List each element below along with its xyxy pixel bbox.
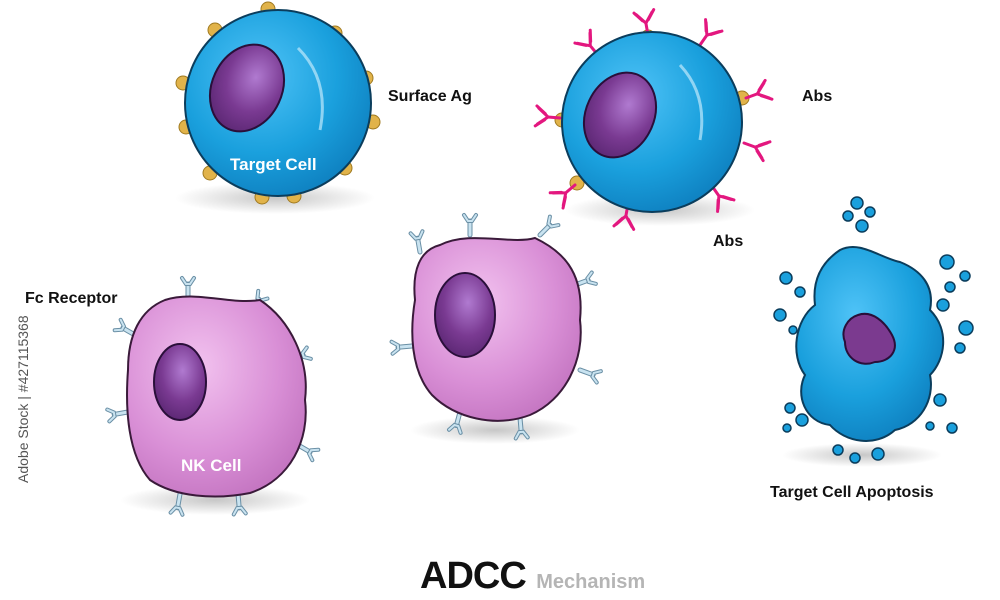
- apoptotic-body: [782, 423, 792, 433]
- fragmented-nucleus: [842, 312, 896, 365]
- antibodies-label-top: Abs: [802, 88, 833, 105]
- diagram-title: ADCC Mechanism: [420, 555, 645, 598]
- apoptotic-body: [871, 447, 885, 461]
- nk-cell-label: NK Cell: [181, 456, 242, 475]
- apoptotic-body: [864, 206, 876, 218]
- fc-receptor: [182, 278, 194, 298]
- apoptotic-cell-group: [773, 196, 974, 467]
- fc-receptor: [464, 215, 476, 235]
- fc-receptor: [578, 364, 601, 382]
- fc-receptor: [536, 217, 559, 240]
- nk-cell-shadow: [120, 485, 310, 515]
- apoptotic-body: [959, 270, 971, 282]
- apoptotic-body: [795, 413, 809, 427]
- apoptotic-body: [946, 422, 958, 434]
- opsonized-target-cell-group: [533, 8, 774, 231]
- fc-receptor: [392, 340, 413, 354]
- engaging-nk-shadow: [410, 416, 580, 444]
- fc-receptor: [411, 231, 426, 253]
- apoptotic-body: [939, 254, 955, 270]
- fc-receptor-label: Fc Receptor: [25, 290, 118, 307]
- fc-receptor: [107, 406, 129, 421]
- antibodies-label-bottom: Abs: [713, 233, 744, 250]
- target-cell-group: [175, 1, 381, 214]
- target-cell-shadow: [175, 182, 375, 214]
- title-subtitle: Mechanism: [536, 571, 646, 593]
- title-main: ADCC: [420, 555, 527, 597]
- nk-cell-nucleus: [153, 343, 207, 421]
- apoptotic-body: [842, 210, 854, 222]
- stock-id-watermark: Adobe Stock | #427115368: [15, 315, 31, 483]
- surface-antigen-label: Surface Ag: [388, 88, 472, 105]
- target-cell-label: Target Cell: [230, 155, 317, 174]
- apoptotic-body: [832, 444, 844, 456]
- apoptotic-cell-shadow: [782, 443, 942, 467]
- apoptosis-label: Target Cell Apoptosis: [770, 484, 934, 501]
- engaging-nk-cell-group: [392, 215, 601, 444]
- apoptotic-body: [855, 219, 869, 233]
- apoptotic-body: [773, 308, 787, 322]
- apoptotic-body: [794, 286, 806, 298]
- antibody: [739, 132, 772, 163]
- engaging-nk-nucleus: [434, 272, 496, 358]
- apoptotic-body: [958, 320, 974, 336]
- apoptotic-bodies: [773, 196, 974, 464]
- apoptotic-body: [925, 421, 935, 431]
- apoptotic-body: [944, 281, 956, 293]
- apoptotic-body: [788, 325, 798, 335]
- apoptotic-body: [849, 452, 861, 464]
- apoptotic-body: [850, 196, 864, 210]
- apoptotic-body: [784, 402, 796, 414]
- cell-highlight: [678, 63, 704, 141]
- apoptotic-body: [933, 393, 947, 407]
- target-cell-nucleus: [209, 43, 285, 133]
- cell-highlight: [296, 46, 324, 131]
- apoptotic-body: [954, 342, 966, 354]
- opsonized-cell-nucleus: [583, 71, 657, 159]
- apoptotic-body: [936, 298, 950, 312]
- nk-cell-group: [107, 278, 318, 515]
- apoptotic-body: [779, 271, 793, 285]
